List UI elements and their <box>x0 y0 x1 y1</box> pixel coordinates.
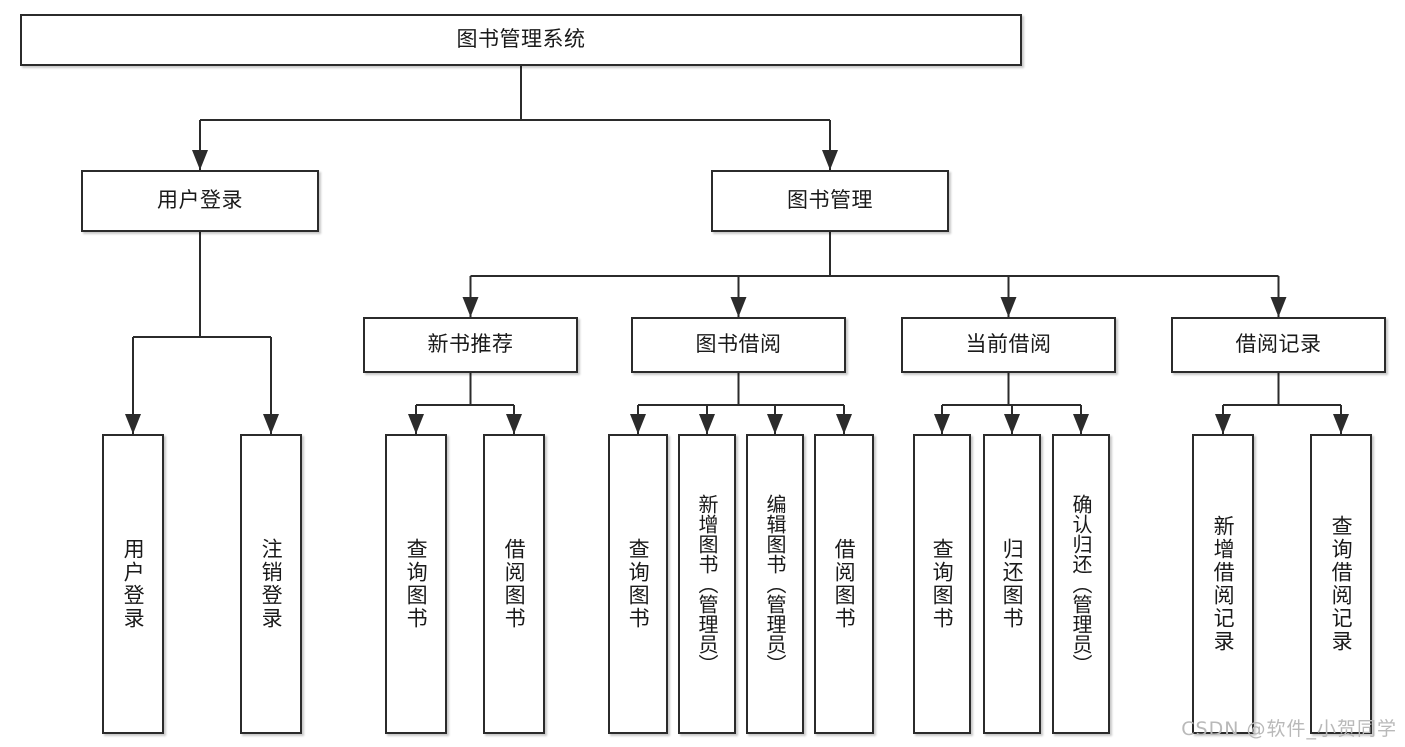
node-leaf-user-login[interactable]: 用户登录 <box>102 434 164 734</box>
node-label: 编辑图书（管理员） <box>763 494 787 674</box>
node-leaf-borrow-book-2[interactable]: 借阅图书 <box>814 434 874 734</box>
node-label: 用户登录 <box>121 538 146 630</box>
node-leaf-add-book[interactable]: 新增图书（管理员） <box>678 434 736 734</box>
node-leaf-return-book[interactable]: 归还图书 <box>983 434 1041 734</box>
node-leaf-add-record[interactable]: 新增借阅记录 <box>1192 434 1254 734</box>
node-label: 图书管理 <box>787 188 873 213</box>
node-leaf-confirm-return[interactable]: 确认归还（管理员） <box>1052 434 1110 734</box>
node-label: 用户登录 <box>157 188 243 213</box>
node-label: 新增借阅记录 <box>1211 515 1236 653</box>
node-label: 借阅记录 <box>1235 332 1322 357</box>
node-leaf-query-book-3[interactable]: 查询图书 <box>913 434 971 734</box>
node-label: 查询借阅记录 <box>1329 515 1354 653</box>
node-label: 确认归还（管理员） <box>1069 494 1093 674</box>
node-leaf-user-logout[interactable]: 注销登录 <box>240 434 302 734</box>
node-leaf-query-book-1[interactable]: 查询图书 <box>385 434 447 734</box>
node-label: 图书管理系统 <box>456 27 586 52</box>
node-label: 注销登录 <box>259 538 284 630</box>
node-book-borrow[interactable]: 图书借阅 <box>631 317 846 373</box>
node-book-mgmt[interactable]: 图书管理 <box>711 170 949 232</box>
node-new-book-rec[interactable]: 新书推荐 <box>363 317 578 373</box>
node-label: 图书借阅 <box>695 332 782 357</box>
node-leaf-query-book-2[interactable]: 查询图书 <box>608 434 668 734</box>
node-label: 查询图书 <box>626 538 651 630</box>
node-root[interactable]: 图书管理系统 <box>20 14 1022 66</box>
node-current-borrow[interactable]: 当前借阅 <box>901 317 1116 373</box>
node-label: 新书推荐 <box>427 332 514 357</box>
node-label: 归还图书 <box>1000 538 1025 630</box>
node-leaf-borrow-book-1[interactable]: 借阅图书 <box>483 434 545 734</box>
node-label: 当前借阅 <box>965 332 1052 357</box>
node-label: 查询图书 <box>930 538 955 630</box>
node-label: 新增图书（管理员） <box>695 494 719 674</box>
node-leaf-edit-book[interactable]: 编辑图书（管理员） <box>746 434 804 734</box>
node-label: 借阅图书 <box>832 538 857 630</box>
node-borrow-record[interactable]: 借阅记录 <box>1171 317 1386 373</box>
node-user-login[interactable]: 用户登录 <box>81 170 319 232</box>
node-label: 借阅图书 <box>502 538 527 630</box>
watermark: CSDN @软件_小贺同学 <box>1181 718 1397 740</box>
node-leaf-query-record[interactable]: 查询借阅记录 <box>1310 434 1372 734</box>
node-label: 查询图书 <box>404 538 429 630</box>
